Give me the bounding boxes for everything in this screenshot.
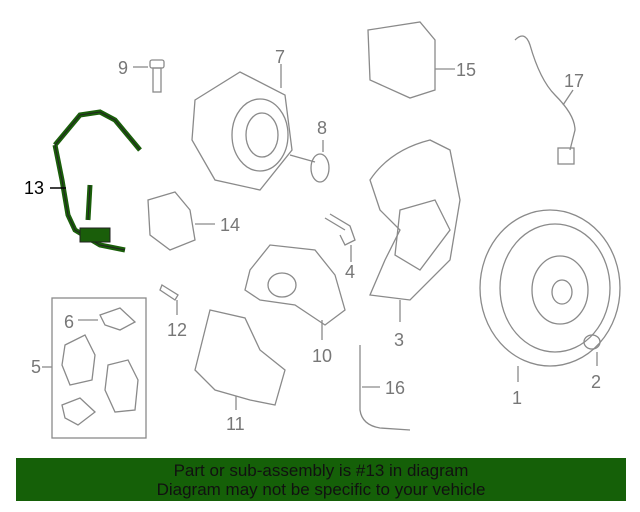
callout-9: 9 (118, 58, 128, 78)
part-8-bolt-assembly[interactable] (289, 140, 330, 183)
callout-12: 12 (167, 320, 187, 340)
notice-banner: Part or sub-assembly is #13 in diagram D… (16, 458, 626, 501)
part-16-wear-sensor[interactable] (359, 345, 411, 431)
callout-8: 8 (317, 118, 327, 138)
banner-line-2: Diagram may not be specific to your vehi… (156, 480, 486, 499)
part-1-brake-rotor[interactable] (479, 209, 621, 382)
part-2-screw[interactable] (583, 334, 601, 366)
banner-line-1: Part or sub-assembly is #13 in diagram (173, 461, 469, 480)
part-9-bolt[interactable] (133, 59, 165, 93)
callout-13: 13 (24, 178, 44, 198)
part-12-bolt[interactable] (159, 284, 179, 315)
callout-2: 2 (591, 372, 601, 392)
part-17-wear-sensor[interactable] (514, 35, 576, 165)
callout-14: 14 (220, 215, 240, 235)
callout-16: 16 (385, 378, 405, 398)
part-15-control-module[interactable] (367, 21, 455, 99)
callout-6: 6 (64, 312, 74, 332)
part-10-brake-caliper[interactable] (244, 244, 346, 340)
callout-4: 4 (345, 262, 355, 282)
callout-5: 5 (31, 357, 41, 377)
callout-15: 15 (456, 60, 476, 80)
part-7-wheel-hub[interactable] (191, 64, 293, 191)
callout-10: 10 (312, 346, 332, 366)
part-11-caliper-carrier[interactable] (194, 309, 286, 410)
part-5-brake-pad-kit[interactable] (42, 297, 147, 439)
callout-11: 11 (226, 414, 245, 434)
part-13-brake-sensor-highlighted[interactable] (50, 109, 142, 253)
part-14-bracket[interactable] (147, 191, 215, 251)
callout-7: 7 (275, 47, 285, 67)
callout-1: 1 (512, 388, 522, 408)
part-3-brake-shield[interactable] (369, 139, 461, 322)
callout-17: 17 (564, 71, 584, 91)
callout-3: 3 (394, 330, 404, 350)
part-4-bolt[interactable] (324, 213, 356, 262)
